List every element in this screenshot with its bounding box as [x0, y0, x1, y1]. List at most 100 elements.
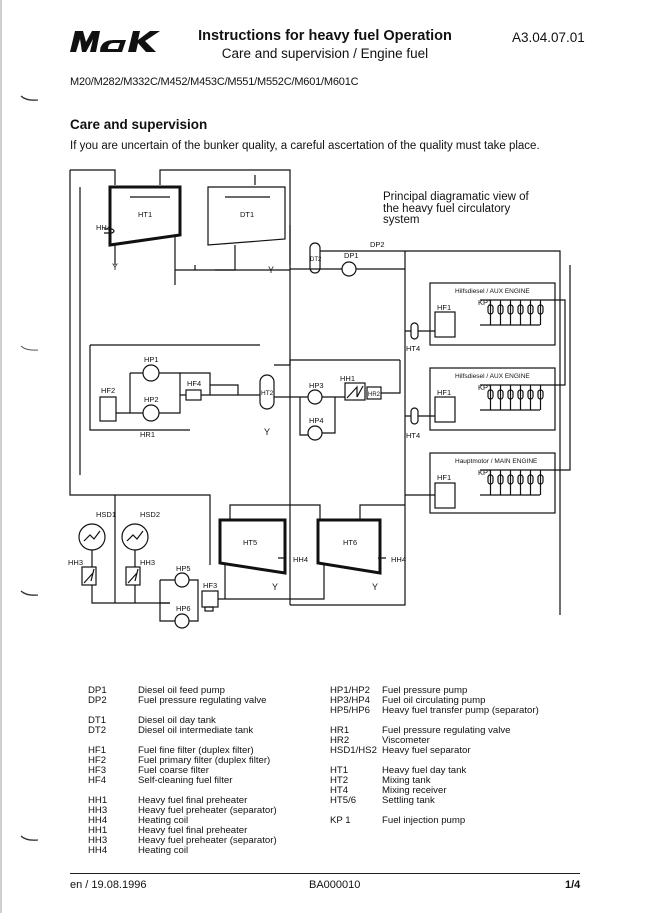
pump-hp4: HP4: [307, 416, 324, 441]
pipe: [159, 169, 291, 605]
page-edge: [0, 0, 2, 913]
pump-hp1: HP1: [142, 355, 160, 382]
separator-hsd1: HSD1: [78, 510, 116, 551]
pipe: [290, 330, 435, 606]
svg-text:HT1: HT1: [138, 210, 152, 219]
svg-text:HF1: HF1: [437, 303, 451, 312]
svg-text:DT2: DT2: [310, 257, 322, 263]
tank-ht2: HT2: [259, 374, 275, 410]
punch-mark: [20, 590, 39, 596]
preheater-hh3-1: HH3: [68, 558, 97, 586]
punch-mark: [20, 345, 39, 351]
pump-hp3: HP3: [307, 381, 324, 405]
pipe: [180, 372, 260, 396]
separator-hsd2: HSD2: [121, 510, 160, 551]
svg-text:HSD1: HSD1: [96, 510, 116, 519]
engine-models: M20/M282/M332C/M452/M453C/M551/M552C/M60…: [70, 76, 359, 88]
filter-hf2: HF2: [99, 386, 117, 422]
svg-text:HSD2: HSD2: [140, 510, 160, 519]
svg-text:HH3: HH3: [140, 558, 155, 567]
diagram-caption-line-3: system: [383, 214, 419, 226]
heating-coil-icon: [104, 228, 115, 234]
pipe: [116, 372, 186, 414]
pipe: [555, 265, 571, 471]
svg-text:HF1: HF1: [437, 388, 451, 397]
tank-ht6: HT6: [316, 518, 382, 575]
svg-text:HF3: HF3: [203, 581, 217, 590]
svg-text:HP2: HP2: [144, 395, 159, 404]
preheater-hh1: HH1: [340, 374, 366, 401]
svg-text:HP5: HP5: [176, 564, 191, 573]
tank-ht5: HT5: [218, 518, 287, 575]
section-heading: Care and supervision: [70, 117, 208, 132]
drain-label: Y: [272, 582, 278, 592]
document-number: A3.04.07.01: [512, 30, 585, 45]
intro-text: If you are uncertain of the bunker quali…: [70, 140, 540, 152]
engine-main: Hauptmotor / MAIN ENGINE HF1 KP1: [429, 452, 556, 514]
tank-ht1: HT1: [108, 185, 182, 247]
svg-text:KP1: KP1: [478, 468, 492, 477]
footer-language-date: en / 19.08.1996: [70, 879, 147, 891]
pipe: [194, 265, 290, 271]
drain-label: Y: [372, 582, 378, 592]
svg-text:Hilfsdiesel / AUX ENGINE: Hilfsdiesel / AUX ENGINE: [455, 373, 530, 380]
svg-text:Hilfsdiesel / AUX ENGINE: Hilfsdiesel / AUX ENGINE: [455, 288, 530, 295]
svg-text:DP1: DP1: [344, 251, 359, 260]
footer-doc-id: BA000010: [309, 879, 361, 891]
drain-label: Y: [268, 265, 274, 275]
svg-text:HT2: HT2: [261, 390, 274, 397]
footer-page-number: 1/4: [565, 879, 581, 891]
pipe: [290, 268, 406, 385]
svg-text:Hauptmotor / MAIN ENGINE: Hauptmotor / MAIN ENGINE: [455, 458, 538, 465]
pipe: [69, 170, 90, 496]
svg-text:HP1: HP1: [144, 355, 159, 364]
pipe: [90, 494, 211, 565]
pipe: [91, 495, 170, 604]
filter-hf3: HF3: [201, 581, 219, 612]
diagram-caption-line-1: Principal diagramatic view of: [383, 191, 530, 203]
tank-dt2: DT2: [309, 242, 322, 274]
pipe: [89, 345, 190, 431]
svg-text:KP1: KP1: [478, 383, 492, 392]
svg-text:HF2: HF2: [101, 386, 115, 395]
label-hh4-ht6: HH4: [391, 555, 406, 564]
pipe: [322, 360, 401, 434]
pipe: [274, 359, 400, 366]
svg-text:HT4: HT4: [406, 431, 420, 440]
preheater-hh3-2: HH3: [125, 558, 155, 586]
svg-text:HP4: HP4: [309, 416, 324, 425]
footer-rule: [70, 873, 580, 874]
pump-hp5: HP5: [174, 564, 191, 588]
svg-text:HP6: HP6: [176, 604, 191, 613]
pipe: [114, 237, 236, 285]
label-hr1: HR1: [140, 430, 155, 439]
svg-text:HF4: HF4: [187, 379, 201, 388]
svg-text:HT6: HT6: [343, 538, 357, 547]
svg-text:HT4: HT4: [406, 344, 420, 353]
pipe: [320, 250, 561, 615]
pump-hp6: HP6: [174, 604, 191, 629]
drain-label: Y: [112, 262, 118, 272]
svg-text:HT5: HT5: [243, 538, 257, 547]
svg-text:HH1: HH1: [340, 374, 355, 383]
svg-text:HF1: HF1: [437, 473, 451, 482]
